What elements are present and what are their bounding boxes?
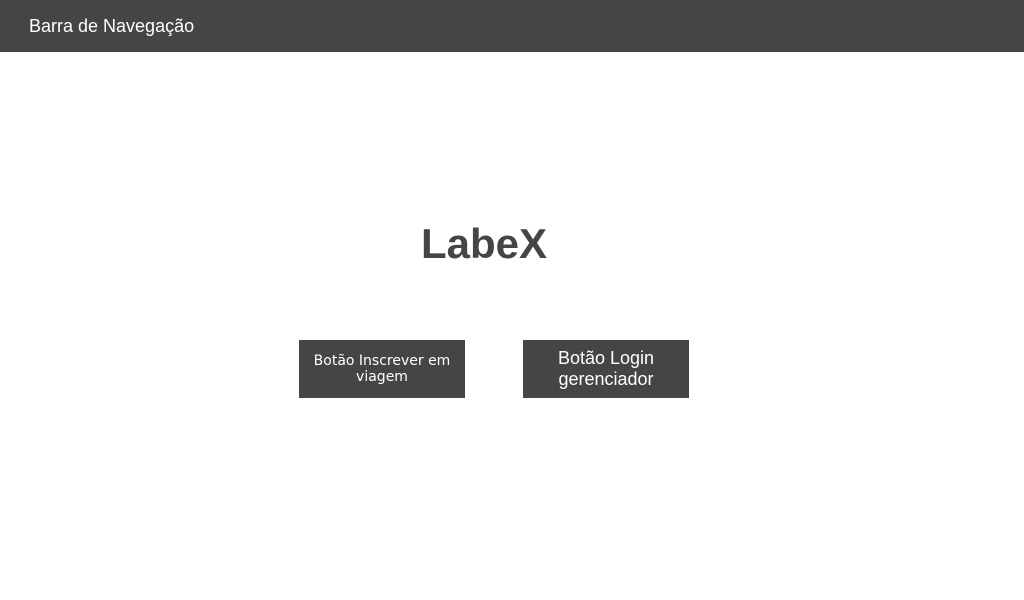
- manager-login-button[interactable]: Botão Login gerenciador: [523, 340, 689, 398]
- navigation-bar: Barra de Navegação: [0, 0, 1024, 52]
- manager-login-button-label: Botão Login gerenciador: [557, 348, 655, 389]
- subscribe-trip-button[interactable]: Botão Inscrever em viagem: [299, 340, 465, 398]
- page-title: LabeX: [420, 220, 548, 267]
- navbar-title: Barra de Navegação: [29, 15, 195, 36]
- subscribe-trip-button-label: Botão Inscrever em viagem: [313, 353, 451, 385]
